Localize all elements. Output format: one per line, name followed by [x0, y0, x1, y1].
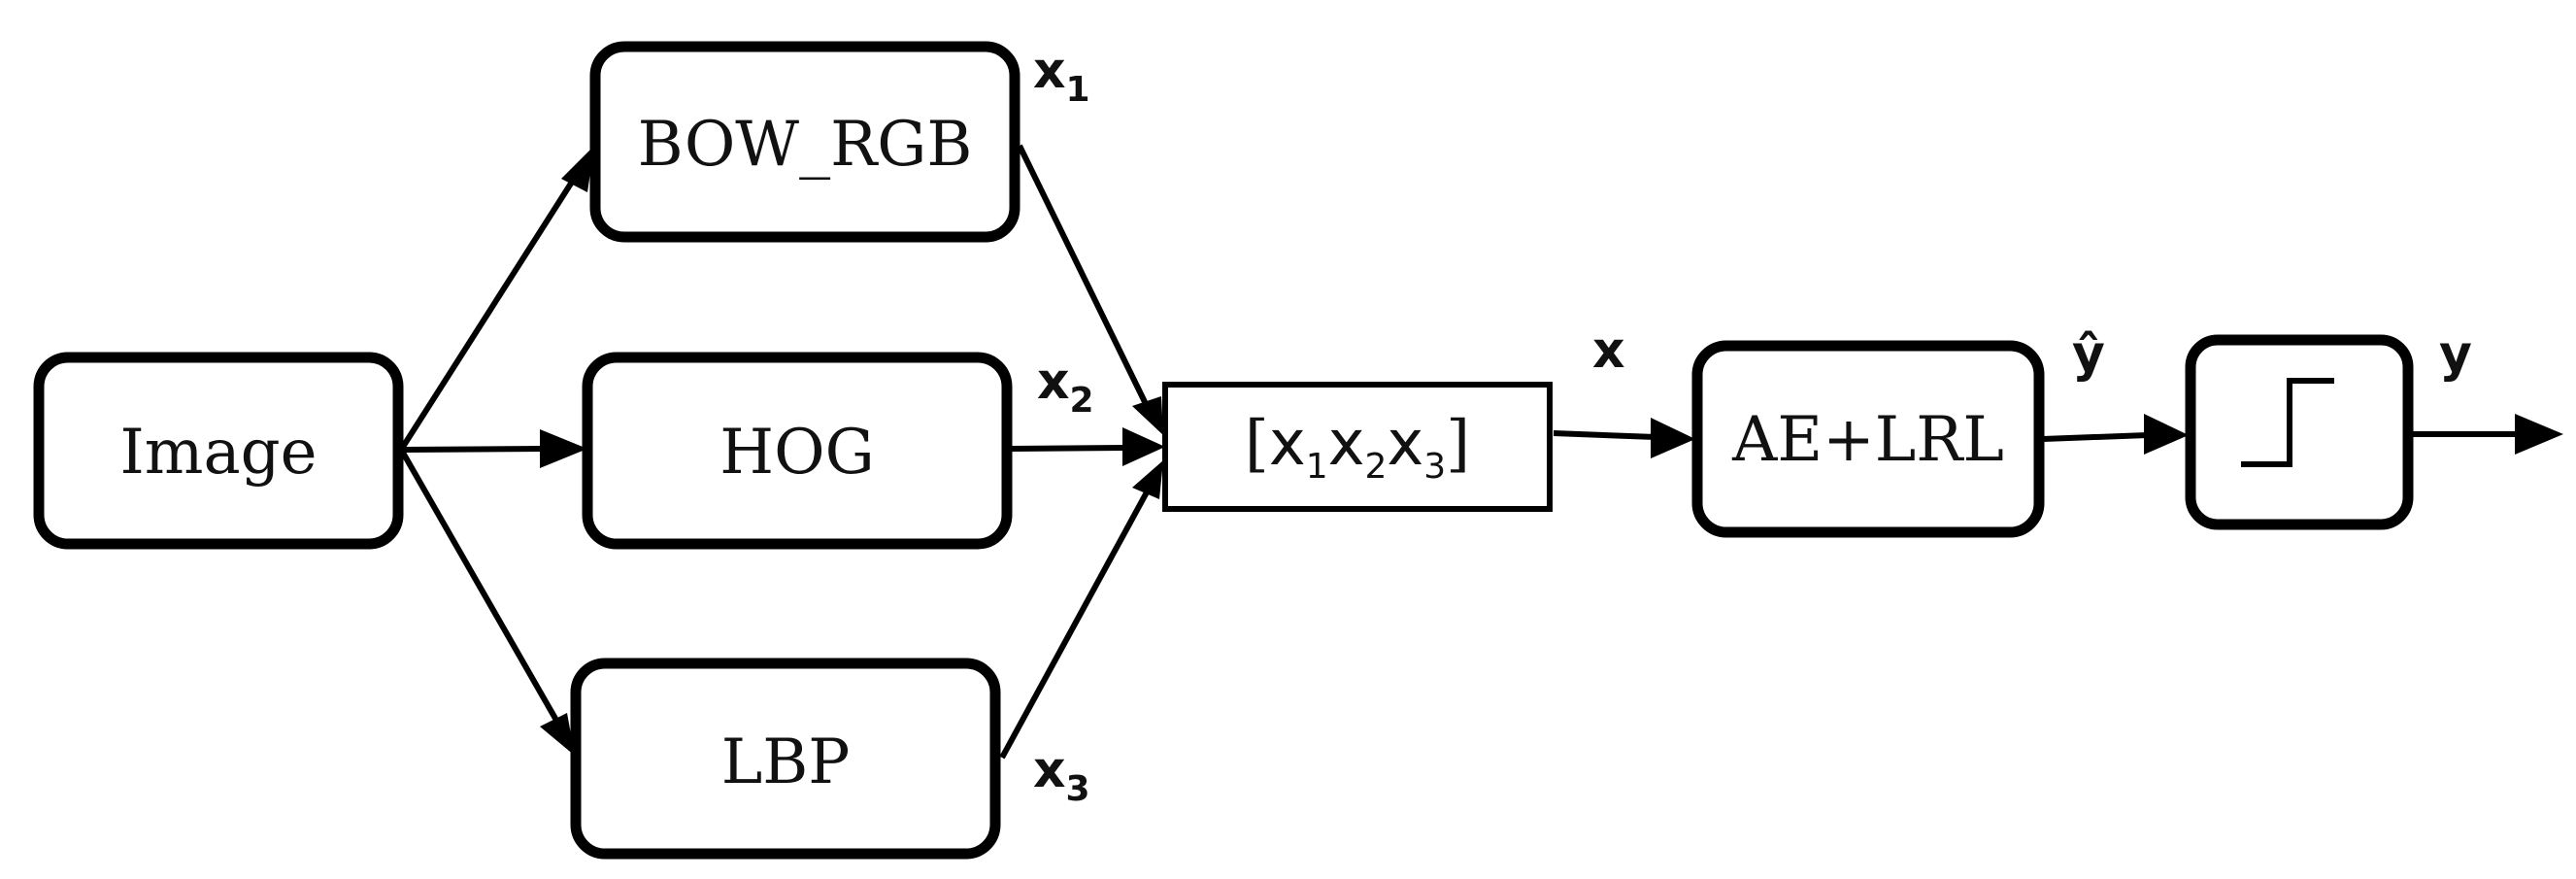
- edge-lbp-concat: [999, 489, 1151, 760]
- edge-image-hog: [402, 446, 545, 453]
- arrowhead-hog-concat: [1122, 427, 1165, 466]
- hog-box: [582, 352, 1013, 550]
- arrowhead-ae: [1651, 418, 1695, 458]
- lbp-box: [570, 658, 1001, 860]
- label-x3: x3: [1033, 741, 1090, 809]
- edge-image-lbp: [400, 451, 561, 726]
- bow-rgb-label: BOW_RGB: [638, 109, 973, 181]
- edge-bow-concat: [1017, 144, 1151, 410]
- arrowhead-bow-concat: [1132, 396, 1163, 435]
- arrowhead-output: [2515, 414, 2563, 455]
- ae-lrl-label: AE+LRL: [1731, 404, 2004, 476]
- arrowhead-bow: [561, 146, 594, 192]
- bow-rgb-box: [589, 41, 1020, 243]
- arrowhead-hog: [540, 429, 587, 468]
- label-x1: x1: [1033, 42, 1090, 110]
- edges: [400, 144, 2563, 760]
- arrowhead-threshold: [2144, 414, 2189, 455]
- arrowhead-lbp-concat: [1132, 460, 1163, 499]
- image-label: Image: [120, 417, 318, 489]
- lbp-label: LBP: [721, 727, 851, 798]
- concat-label: [x1x2x3]: [1245, 408, 1470, 487]
- edge-hog-concat: [1011, 445, 1127, 452]
- arrowhead-lbp: [540, 713, 575, 756]
- threshold-box: [2185, 334, 2414, 530]
- edge-concat-ae: [1553, 430, 1656, 440]
- label-x2: x2: [1037, 353, 1094, 421]
- ae-lrl-box: [1691, 340, 2045, 538]
- concat-box: [1162, 382, 1553, 512]
- label-x: x: [1592, 321, 1625, 380]
- label-y: y: [2439, 325, 2472, 384]
- image-box: [33, 352, 404, 550]
- edge-image-bow: [400, 163, 585, 449]
- hog-label: HOG: [719, 417, 874, 489]
- edge-ae-threshold: [2042, 432, 2149, 442]
- label-y-hat: ŷ: [2072, 325, 2105, 384]
- step-function-icon: [2241, 378, 2334, 467]
